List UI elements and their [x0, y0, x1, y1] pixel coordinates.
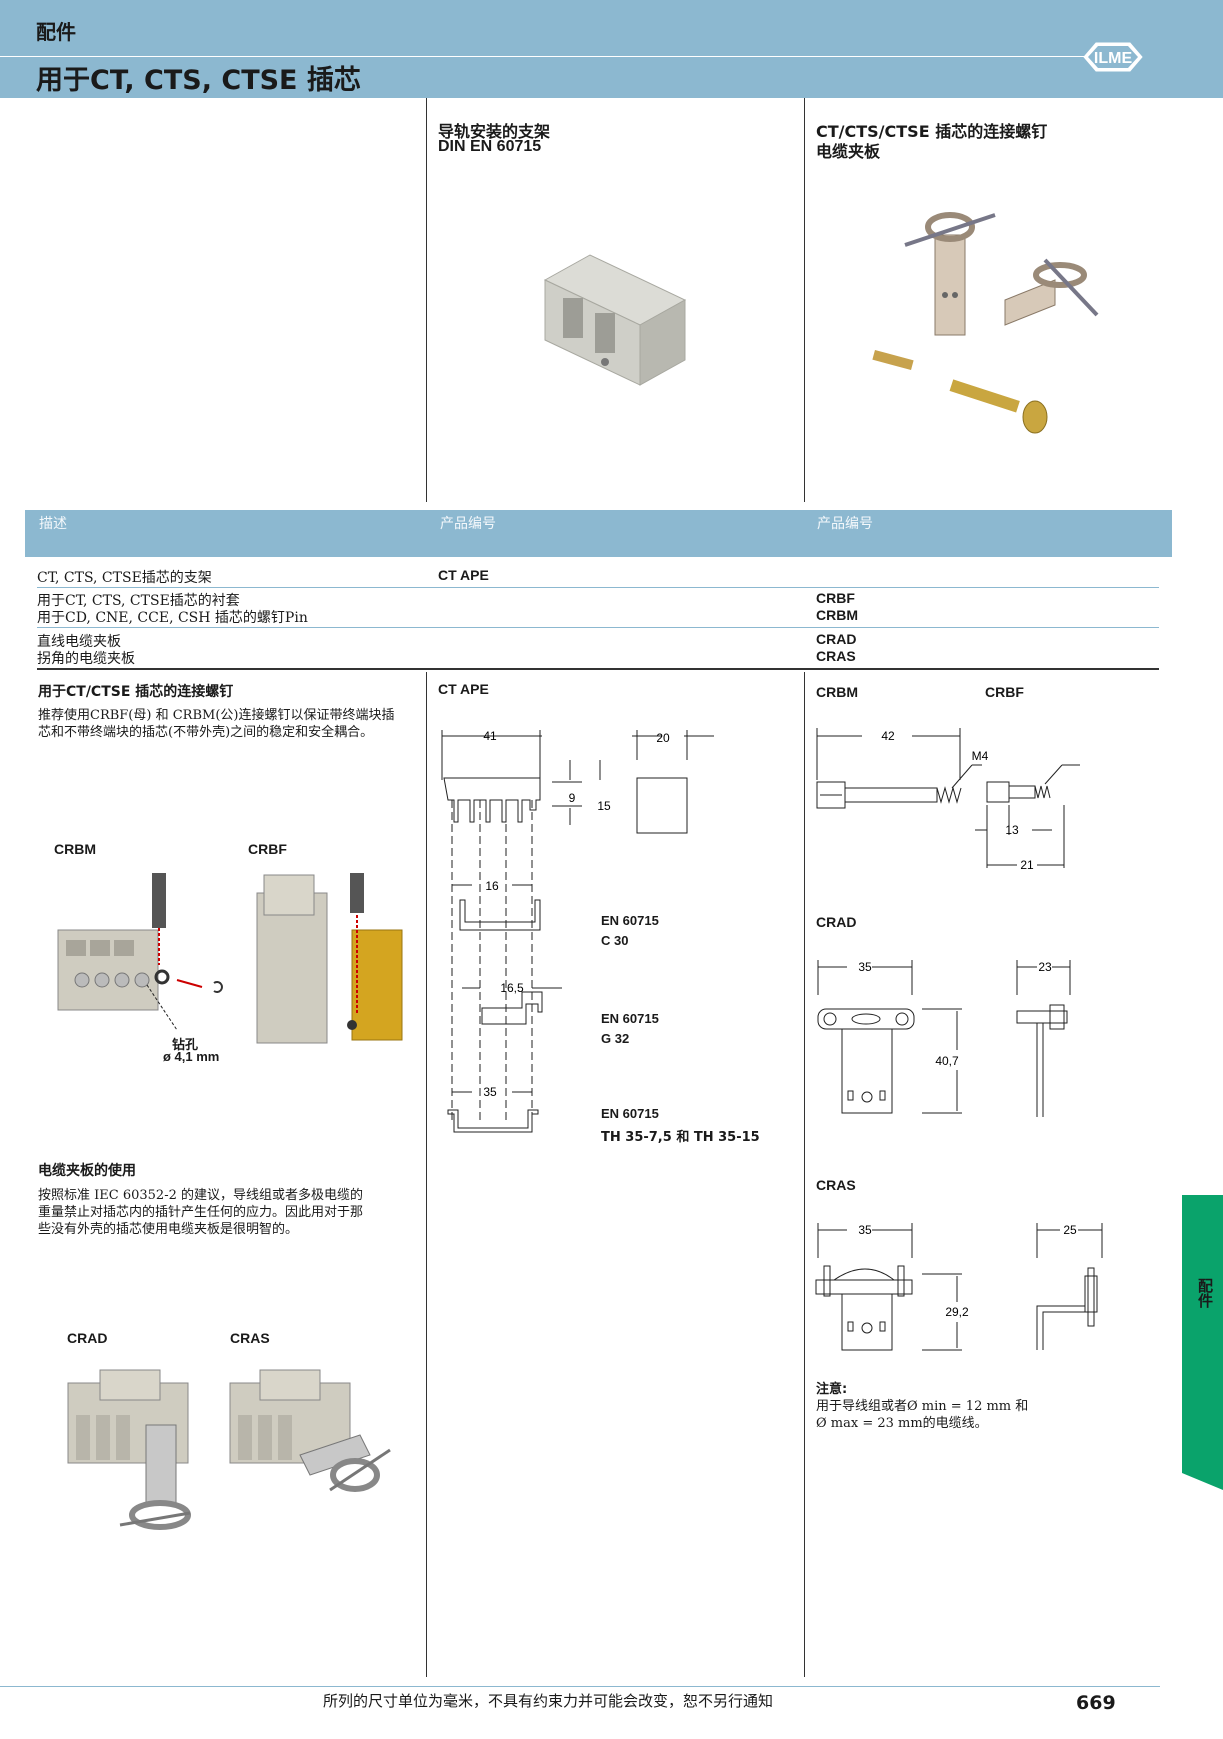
- note-title: 注意:: [816, 1382, 848, 1397]
- crbm-label: CRBM: [54, 841, 96, 857]
- note-line-2: Ø max = 23 mm的电缆线。: [816, 1416, 988, 1431]
- crbm-crbf-assembly-image: [57, 873, 403, 1044]
- table-row-3-desc-1: 直线电缆夹板: [37, 634, 121, 650]
- rail-th35-type: TH 35-7,5 和 TH 35-15: [601, 1130, 760, 1145]
- table-row-2-desc-1: 用于CT, CTS, CTSE插芯的衬套: [37, 593, 240, 609]
- rail-c30-type: C 30: [601, 933, 629, 948]
- svg-text:21: 21: [1020, 858, 1034, 870]
- page-title: 用于CT, CTS, CTSE 插芯: [36, 65, 361, 96]
- note-line-1: 用于导线组或者Ø min = 12 mm 和: [816, 1399, 1029, 1414]
- cras-label: CRAS: [230, 1330, 270, 1346]
- rail-g32-type: G 32: [601, 1031, 630, 1046]
- crad-label: CRAD: [67, 1330, 108, 1346]
- svg-text:16: 16: [485, 879, 499, 893]
- table-bottom-rule: [37, 668, 1159, 670]
- page-number: 669: [1076, 1692, 1116, 1714]
- svg-text:35: 35: [858, 960, 872, 974]
- crad-cras-assembly-image: [67, 1369, 391, 1530]
- cras-drawing: 35 29,2 25: [815, 1223, 1103, 1351]
- col3-title: CT/CTS/CTSE 插芯的连接螺钉: [816, 122, 1048, 141]
- rail-c30-std: EN 60715: [601, 913, 659, 928]
- svg-text:9: 9: [569, 791, 576, 805]
- table-row-1-desc: CT, CTS, CTSE插芯的支架: [37, 570, 212, 586]
- footer-note: 所列的尺寸单位为毫米，不具有约束力并可能会改变，恕不另行通知: [323, 1692, 774, 1710]
- drill-size: ø 4,1 mm: [163, 1049, 220, 1064]
- screw-section-title: 用于CT/CTSE 插芯的连接螺钉: [38, 684, 234, 700]
- rail-th35-std: EN 60715: [601, 1106, 659, 1121]
- footer-rule: [0, 1686, 1160, 1687]
- svg-text:M4: M4: [972, 749, 989, 763]
- table-header-code-a: 产品编号: [440, 516, 496, 532]
- svg-text:13: 13: [1005, 823, 1019, 837]
- svg-text:23: 23: [1038, 960, 1052, 974]
- table-row-3-desc-2: 拐角的电缆夹板: [37, 651, 135, 667]
- svg-text:29,2: 29,2: [945, 1305, 969, 1319]
- crbm-drawing-label: CRBM: [816, 684, 858, 700]
- table-header-desc: 描述: [39, 516, 67, 532]
- table-row-1-code: CT APE: [438, 567, 489, 583]
- ct-ape-bracket-image: [543, 254, 687, 386]
- crad-drawing: 35 40,7 23: [817, 960, 1071, 1117]
- crad-drawing-label: CRAD: [816, 914, 857, 930]
- table-row-3-code-2: CRAS: [816, 648, 856, 664]
- crbf-drawing-label: CRBF: [985, 684, 1024, 700]
- svg-text:ILME: ILME: [1094, 50, 1133, 67]
- table-header: 描述 产品编号 产品编号: [25, 510, 1172, 557]
- svg-text:41: 41: [483, 729, 497, 743]
- ilme-logo: ILME: [1083, 42, 1143, 72]
- rail-g32-std: EN 60715: [601, 1011, 659, 1026]
- clamp-text-3: 些没有外壳的插芯使用电缆夹板是很明智的。: [38, 1222, 299, 1237]
- table-row-2-desc-2: 用于CD, CNE, CCE, CSH 插芯的螺钉Pin: [37, 610, 308, 626]
- drill-label: 钻孔: [172, 1038, 199, 1053]
- clamp-text-1: 按照标准 IEC 60352-2 的建议，导线组或者多极电缆的: [38, 1188, 363, 1203]
- table-header-code-b: 产品编号: [817, 516, 873, 532]
- svg-text:42: 42: [881, 729, 895, 743]
- svg-text:35: 35: [483, 1085, 497, 1099]
- table-row-3-code-1: CRAD: [816, 631, 857, 647]
- svg-text:40,7: 40,7: [935, 1054, 959, 1068]
- cras-drawing-label: CRAS: [816, 1177, 856, 1193]
- side-tab: [1182, 1195, 1223, 1490]
- col2-subtitle: DIN EN 60715: [438, 138, 542, 155]
- col-divider-4: [804, 672, 805, 1677]
- table-row-2-code-1: CRBF: [816, 590, 855, 606]
- svg-text:20: 20: [656, 731, 670, 745]
- table-divider: [37, 627, 1159, 628]
- clamp-section-title: 电缆夹板的使用: [38, 1163, 136, 1179]
- svg-text:35: 35: [858, 1223, 872, 1237]
- header-category: 配件: [36, 20, 76, 44]
- clamp-text-2: 重量禁止对插芯内的插针产生任何的应力。因此用对于那: [38, 1205, 364, 1220]
- col-divider-3: [426, 672, 427, 1677]
- svg-text:15: 15: [597, 799, 611, 813]
- screws-clamps-image: [872, 212, 1099, 434]
- col3-subtitle: 电缆夹板: [816, 142, 881, 161]
- col-divider-2: [804, 98, 805, 502]
- header-divider: [0, 56, 1085, 57]
- svg-text:16,5: 16,5: [500, 981, 524, 995]
- side-tab-label: 配件: [1196, 1278, 1214, 1308]
- ct-ape-drawing: 41 20 9 15 16 16,5 35: [441, 729, 714, 1133]
- screw-text-1: 推荐使用CRBF(母) 和 CRBM(公)连接螺钉以保证带终端块插: [38, 708, 395, 723]
- page-header: 配件 用于CT, CTS, CTSE 插芯 ILME: [0, 0, 1223, 98]
- crbf-label: CRBF: [248, 841, 287, 857]
- screw-text-2: 芯和不带终端块的插芯(不带外壳)之间的稳定和安全耦合。: [38, 725, 374, 740]
- col-divider-1: [426, 98, 427, 502]
- crbm-crbf-drawing: 42 M4 M3 13 21: [816, 728, 1080, 870]
- col2-title: 导轨安装的支架: [438, 122, 551, 141]
- ct-ape-title: CT APE: [438, 681, 489, 697]
- table-row-2-code-2: CRBM: [816, 607, 858, 623]
- svg-text:25: 25: [1063, 1223, 1077, 1237]
- table-divider: [37, 587, 1159, 588]
